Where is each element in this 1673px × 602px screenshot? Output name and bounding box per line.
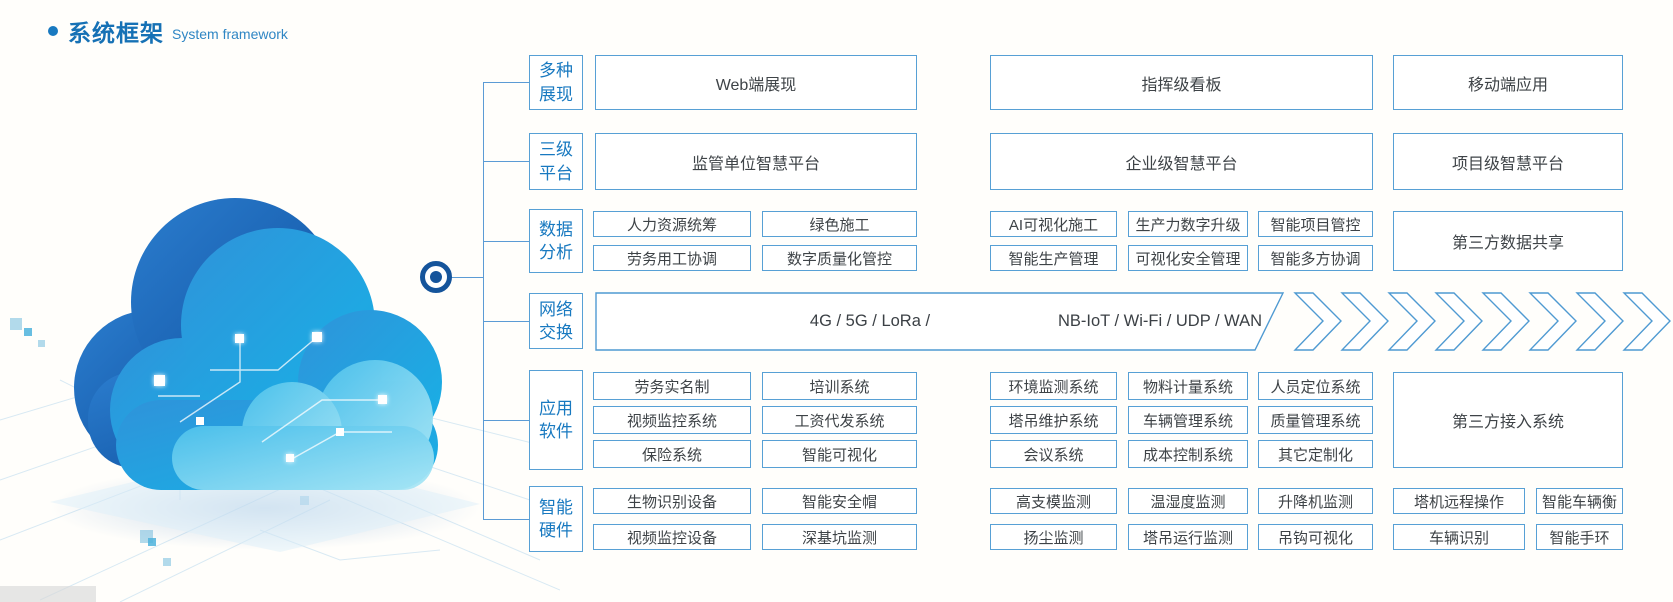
node-box: 保险系统 xyxy=(593,440,751,468)
page-title-block: 系统框架 System framework xyxy=(48,14,288,48)
node-box: 质量管理系统 xyxy=(1258,406,1373,434)
node-box: 深基坑监测 xyxy=(762,524,917,550)
node-box: 智能手环 xyxy=(1536,524,1623,550)
category-platform: 三级 平台 xyxy=(529,133,583,190)
node-box: 高支模监测 xyxy=(990,488,1117,514)
node-box: 智能多方协调 xyxy=(1258,245,1373,271)
node-box: 劳务实名制 xyxy=(593,372,751,400)
category-software: 应用 软件 xyxy=(529,370,583,470)
node-mobile-app: 移动端应用 xyxy=(1393,55,1623,110)
node-box: 其它定制化 xyxy=(1258,440,1373,468)
node-box: 塔机远程操作 xyxy=(1393,488,1525,514)
branch-line-software xyxy=(483,420,529,421)
title-bullet-icon xyxy=(48,26,58,36)
cloud-illustration xyxy=(50,198,480,552)
node-box: 人员定位系统 xyxy=(1258,372,1373,400)
node-box: 塔吊运行监测 xyxy=(1128,524,1248,550)
branch-line-data xyxy=(483,241,529,242)
node-box: 温湿度监测 xyxy=(1128,488,1248,514)
node-third-party-data-sharing: 第三方数据共享 xyxy=(1393,211,1623,271)
node-box: 人力资源统筹 xyxy=(593,211,751,237)
node-box: 培训系统 xyxy=(762,372,917,400)
node-box: 吊钩可视化 xyxy=(1258,524,1373,550)
node-regulator-platform: 监管单位智慧平台 xyxy=(595,133,917,190)
node-box: 可视化安全管理 xyxy=(1128,245,1248,271)
node-box: 升降机监测 xyxy=(1258,488,1373,514)
category-network: 网络 交换 xyxy=(529,293,583,349)
node-box: 车辆识别 xyxy=(1393,524,1525,550)
node-box: 车辆管理系统 xyxy=(1128,406,1248,434)
node-box: 智能可视化 xyxy=(762,440,917,468)
node-box: 环境监测系统 xyxy=(990,372,1117,400)
node-box: 智能项目管控 xyxy=(1258,211,1373,237)
node-command-board: 指挥级看板 xyxy=(990,55,1373,110)
chevron-icons xyxy=(1293,292,1671,351)
node-web-display: Web端展现 xyxy=(595,55,917,110)
node-box: 扬尘监测 xyxy=(990,524,1117,550)
node-enterprise-platform: 企业级智慧平台 xyxy=(990,133,1373,190)
node-box: 物料计量系统 xyxy=(1128,372,1248,400)
network-arrow-box xyxy=(595,292,1671,351)
node-box: 视频监控设备 xyxy=(593,524,751,550)
node-box: AI可视化施工 xyxy=(990,211,1117,237)
node-box: 智能车辆衡 xyxy=(1536,488,1623,514)
node-box: 塔吊维护系统 xyxy=(990,406,1117,434)
branch-line-platform xyxy=(483,161,529,162)
node-box: 数字质量化管控 xyxy=(762,245,917,271)
node-box: 视频监控系统 xyxy=(593,406,751,434)
node-box: 智能安全帽 xyxy=(762,488,917,514)
node-box: 劳务用工协调 xyxy=(593,245,751,271)
node-box: 成本控制系统 xyxy=(1128,440,1248,468)
node-box: 绿色施工 xyxy=(762,211,917,237)
node-box: 工资代发系统 xyxy=(762,406,917,434)
node-box: 生产力数字升级 xyxy=(1128,211,1248,237)
network-protocols-left: 4G / 5G / LoRa / xyxy=(809,311,931,330)
network-protocols-right: NB-IoT / Wi-Fi / UDP / WAN xyxy=(1057,311,1263,330)
cloud-connector-line xyxy=(451,277,483,278)
node-box: 生物识别设备 xyxy=(593,488,751,514)
page-subtitle: System framework xyxy=(172,26,288,42)
category-data-analysis: 数据 分析 xyxy=(529,209,583,273)
node-box: 智能生产管理 xyxy=(990,245,1117,271)
trunk-line xyxy=(483,82,484,519)
node-project-platform: 项目级智慧平台 xyxy=(1393,133,1623,190)
cloud-connector-node-icon xyxy=(420,261,452,293)
category-display: 多种 展现 xyxy=(529,55,583,110)
branch-line-hardware xyxy=(483,519,529,520)
node-box: 会议系统 xyxy=(990,440,1117,468)
page-title: 系统框架 xyxy=(68,20,164,46)
branch-line-network xyxy=(483,321,529,322)
category-hardware: 智能 硬件 xyxy=(529,486,583,552)
node-third-party-access-system: 第三方接入系统 xyxy=(1393,372,1623,468)
bottom-edge-decoration xyxy=(0,586,96,602)
branch-line-display xyxy=(483,82,529,83)
